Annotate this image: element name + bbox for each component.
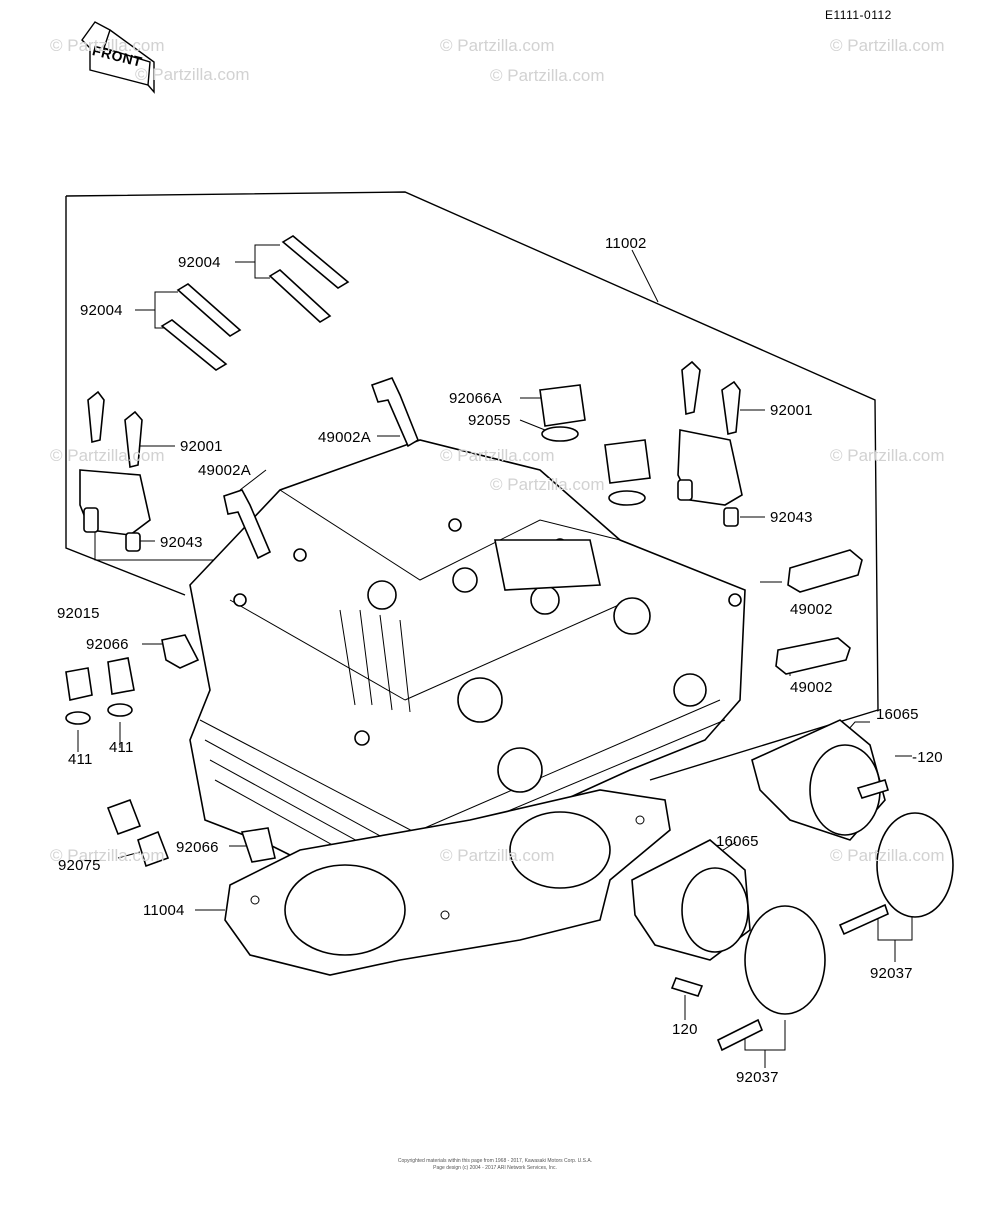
watermark: © Partzilla.com xyxy=(135,65,250,84)
watermark: © Partzilla.com xyxy=(490,66,605,85)
part-label-92066[interactable]: 92066 xyxy=(176,839,219,856)
oil-plugs xyxy=(223,377,863,675)
part-label-92043[interactable]: 92043 xyxy=(770,509,813,526)
part-label-49002a[interactable]: 49002A xyxy=(318,429,371,446)
watermark: © Partzilla.com xyxy=(50,446,165,465)
copyright-notice: Copyrighted materials within this page f… xyxy=(345,1158,645,1172)
diagram-code: E1111-0112 xyxy=(825,8,892,22)
watermark: © Partzilla.com xyxy=(490,475,605,494)
part-label-92037[interactable]: 92037 xyxy=(736,1069,779,1086)
part-label-120[interactable]: -120 xyxy=(912,749,943,766)
rubber-dampers xyxy=(539,384,651,506)
caps-and-washers xyxy=(65,634,276,868)
part-label-92066a[interactable]: 92066A xyxy=(449,390,502,407)
part-label-11004[interactable]: 11004 xyxy=(143,902,185,919)
part-label-411[interactable]: 411 xyxy=(109,739,134,756)
part-label-411[interactable]: 411 xyxy=(68,751,93,768)
watermark: © Partzilla.com xyxy=(830,36,945,55)
part-label-92066[interactable]: 92066 xyxy=(86,636,129,653)
part-label-120[interactable]: 120 xyxy=(672,1021,698,1038)
leader-lines xyxy=(77,244,913,1068)
part-label-92075[interactable]: 92075 xyxy=(58,857,101,874)
part-label-92004[interactable]: 92004 xyxy=(178,254,221,271)
head-gasket xyxy=(224,789,671,976)
part-label-92004[interactable]: 92004 xyxy=(80,302,123,319)
watermark: © Partzilla.com xyxy=(440,846,555,865)
copyright-line: Copyrighted materials within this page f… xyxy=(397,1158,593,1164)
watermark: © Partzilla.com xyxy=(830,446,945,465)
cylinder-head xyxy=(189,439,746,886)
part-label-92037[interactable]: 92037 xyxy=(870,965,913,982)
part-label-92055[interactable]: 92055 xyxy=(468,412,511,429)
part-label-16065[interactable]: 16065 xyxy=(876,706,919,723)
watermark: © Partzilla.com xyxy=(50,846,165,865)
carburetor-holders xyxy=(631,719,954,1052)
part-label-92015[interactable]: 92015 xyxy=(57,605,100,622)
part-label-49002a[interactable]: 49002A xyxy=(198,462,251,479)
part-label-16065[interactable]: 16065 xyxy=(716,833,759,850)
front-arrow-icon xyxy=(81,21,155,94)
part-label-49002[interactable]: 49002 xyxy=(790,679,833,696)
stud-bolts xyxy=(160,235,350,371)
part-label-49002[interactable]: 49002 xyxy=(790,601,833,618)
copyright-line: Page design (c) 2004 - 2017 ARI Network … xyxy=(433,1165,557,1171)
part-label-92001[interactable]: 92001 xyxy=(180,438,223,455)
watermark: © Partzilla.com xyxy=(440,446,555,465)
watermark: © Partzilla.com xyxy=(50,36,165,55)
watermark: © Partzilla.com xyxy=(830,846,945,865)
part-label-92001[interactable]: 92001 xyxy=(770,402,813,419)
part-label-11002[interactable]: 11002 xyxy=(605,235,647,252)
watermark: © Partzilla.com xyxy=(440,36,555,55)
dowel-pins xyxy=(83,479,739,552)
part-label-92043[interactable]: 92043 xyxy=(160,534,203,551)
